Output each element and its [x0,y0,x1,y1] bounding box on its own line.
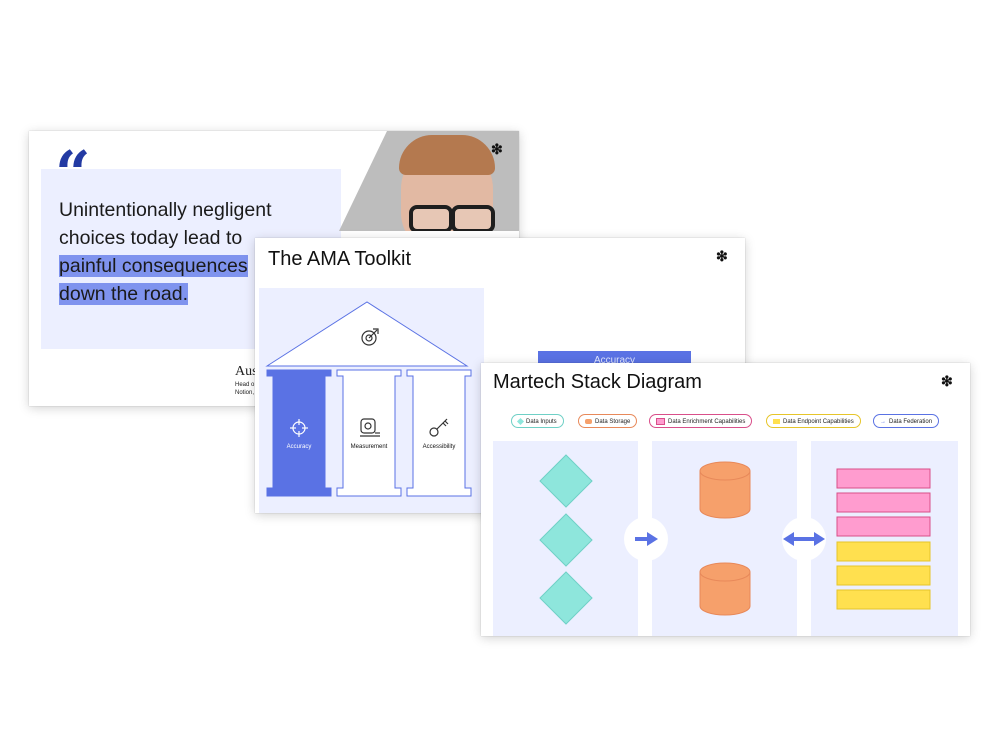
data-input-diamond [539,571,593,625]
endpoint-block [836,589,931,610]
quote-marks-icon: “ [55,137,91,210]
arrow-right-icon: → [880,419,886,425]
author-role: Head o Notion, [235,381,259,397]
data-storage-cylinder [699,562,751,616]
quote-highlight-2: down the road. [59,283,189,305]
cylinder-icon [585,418,592,424]
data-input-diamond [539,513,593,567]
author-role-line1: Head o [235,382,255,388]
data-input-diamond [539,454,593,508]
legend-data-storage: Data Storage [578,414,638,428]
pillar-label-accessibility: Accessibility [422,444,456,450]
temple-diagram [265,301,472,497]
crosshair-icon [290,419,308,437]
endpoint-block [836,541,931,562]
key-icon [429,418,449,437]
brand-logo-icon: ❇ [941,373,953,389]
legend-data-endpoint: Data Endpoint Capabilities [766,414,861,428]
data-storage-cylinder [699,461,751,519]
quote-text-plain: Unintentionally negligent choices today … [59,199,272,249]
tape-measure-icon [360,418,380,437]
legend-data-inputs: Data Inputs [511,414,564,428]
target-arrow-icon [361,328,379,346]
martech-diagram [539,454,931,625]
pillar-label-measurement: Measurement [350,444,388,450]
enrichment-block [836,468,931,489]
author-name: Aus [235,364,258,379]
quote-highlight-1: painful consequences [59,255,248,277]
slide-title: Martech Stack Diagram [493,371,702,393]
quote-text: Unintentionally negligent choices today … [59,196,299,308]
brand-logo-icon: ❇ [716,248,728,264]
legend-data-enrichment: Data Enrichment Capabilities [649,414,753,428]
brand-logo-icon: ❇ [491,141,503,157]
enrichment-block [836,516,931,537]
pillar-accessibility [406,369,472,497]
rectangle-icon [656,417,665,425]
legend-data-federation: →Data Federation [873,414,940,428]
slide-title: The AMA Toolkit [268,248,412,270]
author-role-line2: Notion, [235,390,255,396]
endpoint-block [836,565,931,586]
martech-stack-slide[interactable]: Martech Stack Diagram ❇ Data Inputs Data… [481,363,970,636]
rectangle-icon [773,418,780,424]
pillar-label-accuracy: Accuracy [286,444,312,450]
double-arrow-icon [783,532,825,546]
enrichment-block [836,492,931,513]
speaker-photo [339,131,519,231]
arrow-right-icon [635,532,658,546]
